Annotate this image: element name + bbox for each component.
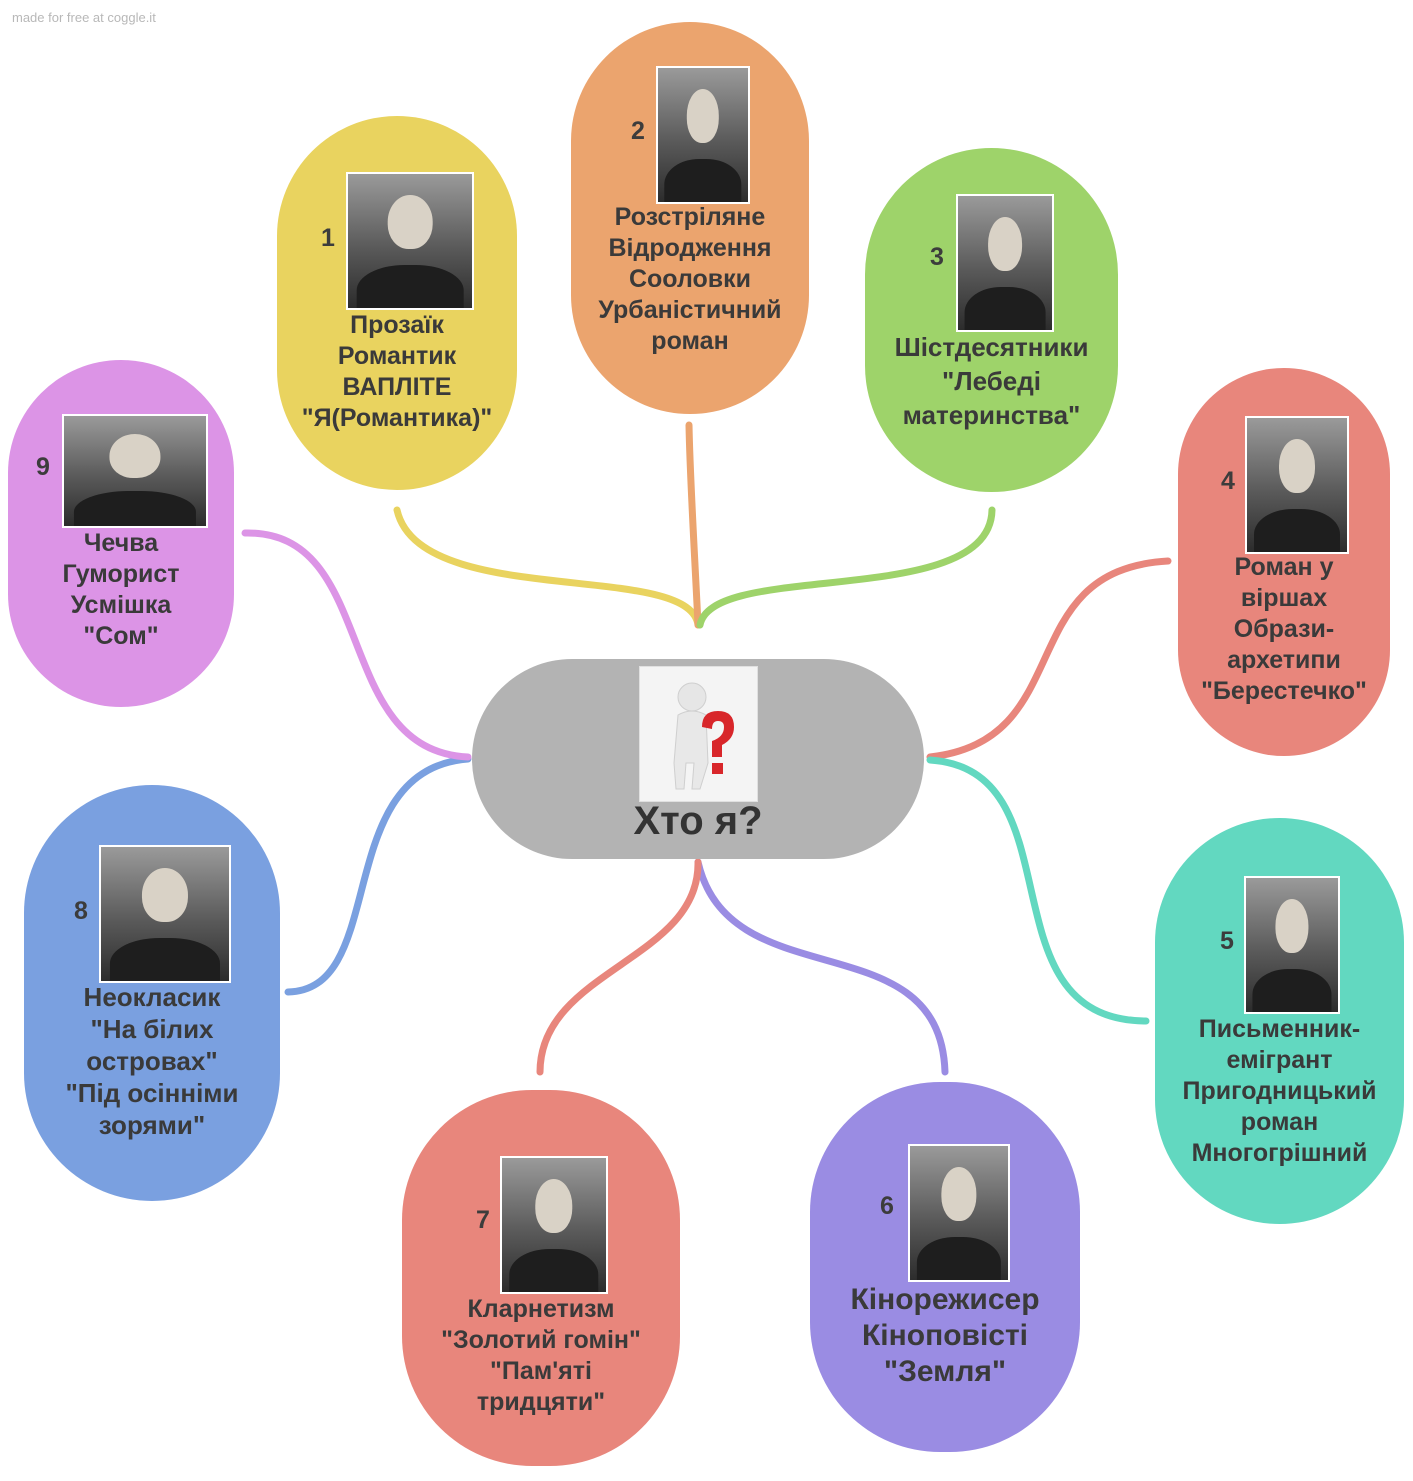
branch-link-7	[536, 858, 702, 1076]
branch-link-3	[696, 506, 996, 629]
node-number: 8	[74, 897, 88, 925]
portrait-photo	[956, 194, 1054, 332]
portrait-photo	[1245, 416, 1349, 554]
node-number: 6	[880, 1192, 894, 1220]
portrait-photo	[1244, 876, 1340, 1014]
thinking-person-question-icon	[639, 666, 758, 802]
branch-link-1	[393, 506, 702, 629]
central-title: Хто я?	[633, 799, 763, 843]
branch-link-9	[241, 529, 472, 761]
node-number: 5	[1220, 927, 1234, 955]
node-number: 2	[631, 117, 645, 145]
branch-link-8	[284, 755, 472, 996]
portrait-photo	[908, 1144, 1010, 1282]
branch-link-2	[685, 421, 702, 629]
portrait-photo	[62, 414, 208, 528]
node-number: 1	[321, 224, 335, 252]
node-number: 3	[930, 243, 944, 271]
portrait-photo	[500, 1156, 608, 1294]
portrait-photo	[656, 66, 750, 204]
portrait-photo	[99, 845, 231, 983]
node-number: 9	[36, 453, 50, 481]
node-number: 4	[1221, 467, 1235, 495]
branch-link-5	[926, 756, 1150, 1025]
branch-link-4	[926, 557, 1172, 761]
portrait-photo	[346, 172, 474, 310]
node-number: 7	[476, 1206, 490, 1234]
central-node[interactable]: Хто я?	[472, 659, 924, 859]
watermark: made for free at coggle.it	[12, 10, 156, 25]
branch-link-6	[694, 858, 949, 1076]
